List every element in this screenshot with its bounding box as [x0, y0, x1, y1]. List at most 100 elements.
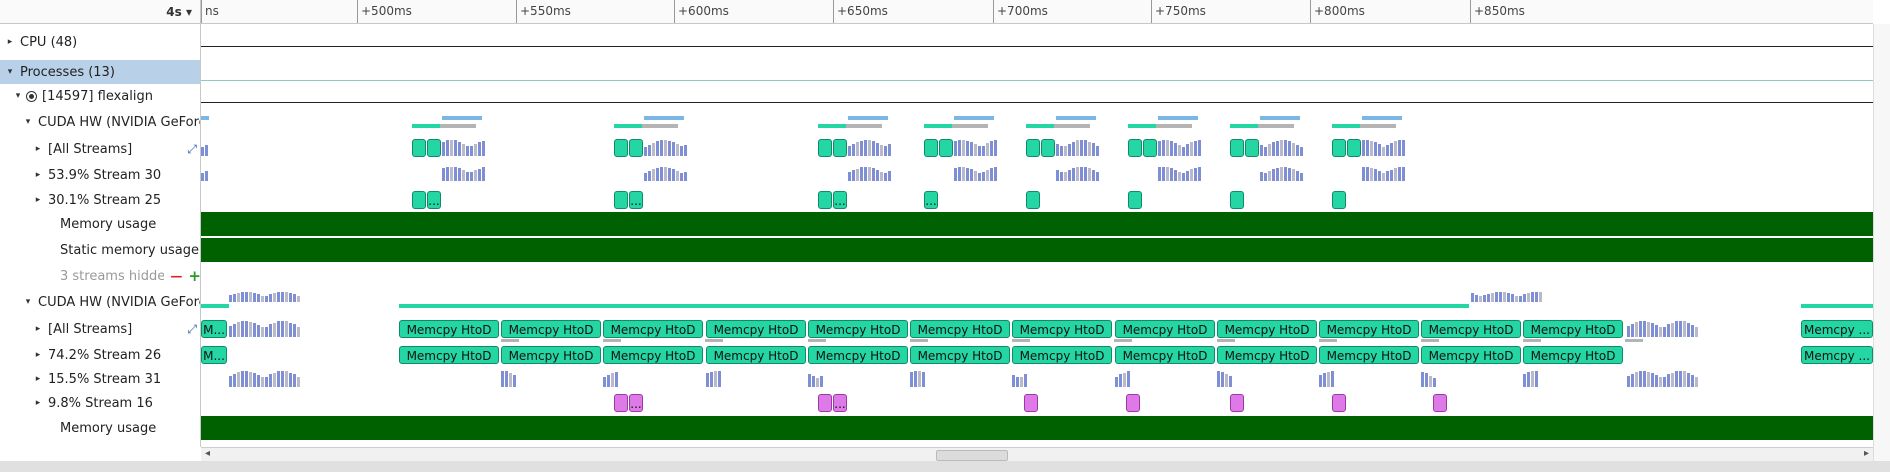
kernel-block[interactable]: [427, 139, 441, 157]
kernel-block[interactable]: Memcpy HtoD: [706, 320, 806, 338]
kernel-block[interactable]: Memcpy HtoD: [501, 346, 601, 364]
kernel-block[interactable]: Memcpy HtoD: [808, 346, 908, 364]
kernel-block[interactable]: Memcpy HtoD: [1319, 320, 1419, 338]
kernel-block[interactable]: ...: [924, 191, 938, 209]
kernel-block[interactable]: [1245, 139, 1259, 157]
kernel-block[interactable]: [412, 139, 426, 157]
kernel-block[interactable]: Memcpy ...: [1801, 320, 1873, 338]
scroll-left-icon[interactable]: ◂: [205, 448, 211, 459]
kernel-block[interactable]: ...: [427, 191, 441, 209]
kernel-block[interactable]: [1026, 139, 1040, 157]
ruler-header[interactable]: 4s ▾: [0, 0, 201, 24]
kernel-block[interactable]: [614, 139, 628, 157]
track-row-name[interactable]: ▸9.8% Stream 16: [0, 391, 200, 415]
kernel-block[interactable]: Memcpy HtoD: [808, 320, 908, 338]
track-row-name[interactable]: ▾[14597] flexalign: [0, 84, 200, 108]
kernel-block[interactable]: [924, 139, 938, 157]
kernel-block[interactable]: [1126, 394, 1140, 412]
kernel-block[interactable]: [1230, 394, 1244, 412]
time-ruler[interactable]: ns+500ms+550ms+600ms+650ms+700ms+750ms+8…: [201, 0, 1873, 24]
track-lane[interactable]: [201, 238, 1873, 262]
collapse-icon[interactable]: ▾: [25, 297, 31, 307]
track-lane[interactable]: ............: [201, 188, 1873, 212]
kernel-block[interactable]: Memcpy HtoD: [1217, 320, 1317, 338]
kernel-block[interactable]: [614, 394, 628, 412]
track-row-name[interactable]: ▸[All Streams]⤢: [0, 316, 200, 342]
kernel-block[interactable]: Memcpy HtoD: [1115, 346, 1215, 364]
expand-icon[interactable]: ⤢: [187, 321, 197, 336]
kernel-block[interactable]: Memcpy HtoD: [399, 320, 499, 338]
show-streams-button[interactable]: +: [188, 267, 201, 285]
track-row-name[interactable]: ▾CUDA HW (NVIDIA GeForce: [0, 290, 200, 314]
kernel-block[interactable]: [1230, 139, 1244, 157]
track-lane[interactable]: [201, 367, 1873, 391]
expand-row-icon[interactable]: ▸: [35, 324, 41, 334]
kernel-block[interactable]: [1128, 191, 1142, 209]
kernel-block[interactable]: M...: [201, 320, 227, 338]
kernel-block[interactable]: [1026, 191, 1040, 209]
expand-row-icon[interactable]: ▸: [35, 350, 41, 360]
track-row-name[interactable]: Memory usage: [0, 212, 200, 236]
track-lane[interactable]: [201, 212, 1873, 236]
expand-row-icon[interactable]: ▸: [35, 144, 41, 154]
track-lane[interactable]: ......: [201, 391, 1873, 415]
collapse-icon[interactable]: ▾: [7, 67, 13, 77]
collapse-icon[interactable]: ▾: [15, 91, 21, 101]
kernel-block[interactable]: [939, 139, 953, 157]
kernel-block[interactable]: [1024, 394, 1038, 412]
track-lane[interactable]: [201, 60, 1873, 84]
kernel-block[interactable]: Memcpy HtoD: [501, 320, 601, 338]
track-lane[interactable]: [201, 30, 1873, 54]
collapse-icon[interactable]: ▾: [25, 117, 31, 127]
track-row-name[interactable]: ▸74.2% Stream 26: [0, 343, 200, 367]
vertical-scrollbar[interactable]: [1873, 24, 1890, 472]
kernel-block[interactable]: Memcpy HtoD: [603, 346, 703, 364]
track-row-name[interactable]: ▾CUDA HW (NVIDIA GeForce: [0, 110, 200, 134]
kernel-block[interactable]: [818, 139, 832, 157]
kernel-block[interactable]: [833, 139, 847, 157]
zoom-scale-dropdown[interactable]: 4s ▾: [166, 5, 192, 19]
track-row-name[interactable]: Static memory usage: [0, 238, 200, 262]
kernel-block[interactable]: [1041, 139, 1055, 157]
scrollbar-thumb[interactable]: [936, 450, 1008, 461]
kernel-block[interactable]: Memcpy HtoD: [910, 346, 1010, 364]
horizontal-scrollbar[interactable]: ◂ ▸: [201, 447, 1873, 461]
track-lane[interactable]: [201, 290, 1873, 314]
track-row-name[interactable]: ▸CPU (48): [0, 30, 200, 54]
expand-icon[interactable]: ⤢: [187, 141, 197, 156]
track-lane[interactable]: [201, 163, 1873, 187]
kernel-block[interactable]: Memcpy HtoD: [603, 320, 703, 338]
kernel-block[interactable]: Memcpy HtoD: [1523, 346, 1623, 364]
track-row-name[interactable]: ▸53.9% Stream 30: [0, 163, 200, 187]
kernel-block[interactable]: Memcpy HtoD: [399, 346, 499, 364]
kernel-block[interactable]: [818, 394, 832, 412]
kernel-block[interactable]: ...: [629, 191, 643, 209]
kernel-block[interactable]: [1332, 191, 1346, 209]
kernel-block[interactable]: M...: [201, 346, 227, 364]
kernel-block[interactable]: Memcpy HtoD: [1217, 346, 1317, 364]
kernel-block[interactable]: [1143, 139, 1157, 157]
kernel-block[interactable]: ...: [833, 191, 847, 209]
kernel-block[interactable]: Memcpy HtoD: [1115, 320, 1215, 338]
scroll-right-icon[interactable]: ▸: [1863, 448, 1869, 459]
kernel-block[interactable]: [818, 191, 832, 209]
kernel-block[interactable]: ...: [833, 394, 847, 412]
track-row-name[interactable]: ▸30.1% Stream 25: [0, 188, 200, 212]
track-row-name[interactable]: ▸15.5% Stream 31: [0, 367, 200, 391]
track-row-name[interactable]: 3 streams hidden..—+: [0, 264, 201, 288]
kernel-block[interactable]: [1332, 139, 1346, 157]
track-row-name[interactable]: Memory usage: [0, 416, 200, 440]
kernel-block[interactable]: [1332, 394, 1346, 412]
kernel-block[interactable]: [1128, 139, 1142, 157]
kernel-block[interactable]: Memcpy HtoD: [706, 346, 806, 364]
track-lane[interactable]: [201, 84, 1873, 108]
hide-streams-button[interactable]: —: [170, 269, 183, 283]
kernel-block[interactable]: [412, 191, 426, 209]
track-lane[interactable]: [201, 416, 1873, 440]
radio-icon[interactable]: [26, 90, 37, 102]
kernel-block[interactable]: [1433, 394, 1447, 412]
kernel-block[interactable]: Memcpy HtoD: [1421, 320, 1521, 338]
kernel-block[interactable]: ...: [629, 394, 643, 412]
